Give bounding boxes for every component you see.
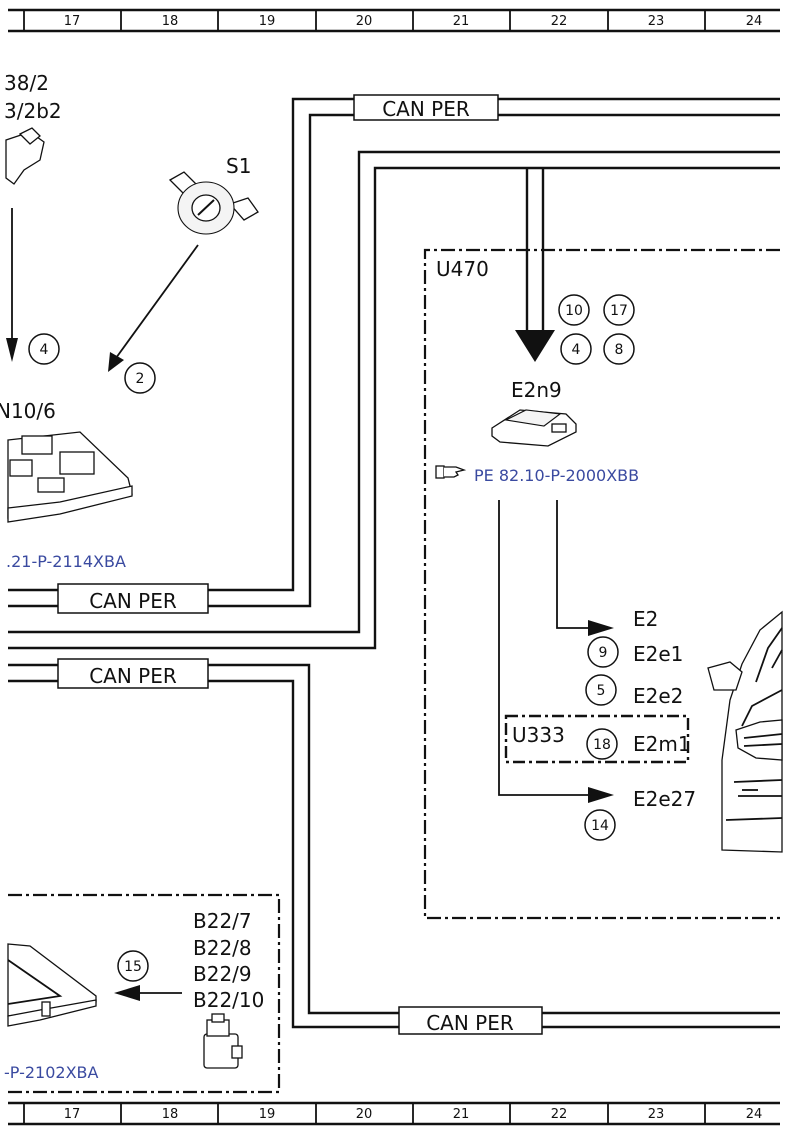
svg-text:15: 15 bbox=[124, 959, 142, 975]
svg-text:14: 14 bbox=[591, 818, 609, 834]
svg-text:CAN PER: CAN PER bbox=[426, 1011, 514, 1035]
e2e1-label: E2e1 bbox=[633, 642, 683, 666]
u333-boundary: U333 bbox=[504, 714, 690, 764]
s1-component: S1 bbox=[108, 154, 259, 372]
b22-10-label: B22/10 bbox=[193, 988, 264, 1012]
e2e27-label: E2e27 bbox=[633, 787, 696, 811]
svg-text:5: 5 bbox=[597, 683, 606, 699]
b38-label-1: 38/2 bbox=[4, 71, 49, 95]
e2n9-reference[interactable]: PE 82.10-P-2000XBB bbox=[435, 465, 639, 485]
ruler-bottom-col-23: 23 bbox=[648, 1107, 665, 1122]
callout-8: 8 bbox=[603, 333, 635, 365]
svg-text:2: 2 bbox=[136, 371, 145, 387]
s1-label: S1 bbox=[226, 154, 251, 178]
u333-label: U333 bbox=[512, 723, 565, 747]
callout-5: 5 bbox=[585, 674, 617, 706]
b38-component: 38/2 3/2b2 bbox=[4, 71, 62, 362]
callout-4: 4 bbox=[560, 333, 592, 365]
e2e2-label: E2e2 bbox=[633, 684, 683, 708]
left-control-unit bbox=[7, 943, 97, 1027]
b22-arrow bbox=[114, 985, 182, 1001]
svg-text:17: 17 bbox=[610, 303, 628, 319]
ruler-bottom-col-19: 19 bbox=[259, 1107, 276, 1122]
svg-text:4: 4 bbox=[572, 342, 581, 358]
ruler-bottom-col-24: 24 bbox=[746, 1107, 763, 1122]
b22-module-boundary bbox=[8, 893, 281, 1094]
callout-18: 18 bbox=[586, 728, 618, 760]
can-per-label-left-lower: CAN PER bbox=[57, 658, 209, 689]
ruler-bottom-col-22: 22 bbox=[551, 1107, 568, 1122]
b22-reference-link[interactable]: -P-2102XBA bbox=[4, 1063, 99, 1082]
b22-sensor-icon bbox=[203, 1013, 243, 1069]
e2n9-label: E2n9 bbox=[511, 378, 562, 402]
callout-14: 14 bbox=[584, 809, 616, 841]
svg-text:9: 9 bbox=[599, 645, 608, 661]
ruler-col-17: 17 bbox=[64, 14, 81, 29]
svg-text:4: 4 bbox=[40, 342, 49, 358]
callout-15: 15 bbox=[117, 950, 149, 982]
b22-9-label: B22/9 bbox=[193, 962, 252, 986]
svg-text:CAN PER: CAN PER bbox=[382, 97, 470, 121]
callout-s1-2: 2 bbox=[124, 362, 156, 394]
b38-label-2: 3/2b2 bbox=[4, 99, 62, 123]
pointing-hand-icon bbox=[435, 465, 467, 479]
ruler-col-22: 22 bbox=[551, 14, 568, 29]
n10-component: N10/6 bbox=[0, 399, 133, 523]
callout-n10-4: 4 bbox=[28, 333, 60, 365]
svg-text:CAN PER: CAN PER bbox=[89, 664, 177, 688]
ruler-col-24: 24 bbox=[746, 14, 763, 29]
ruler-col-21: 21 bbox=[453, 14, 470, 29]
callout-10: 10 bbox=[558, 294, 590, 326]
can-per-label-top: CAN PER bbox=[353, 94, 499, 121]
ruler-bottom-col-21: 21 bbox=[453, 1107, 470, 1122]
n10-label: N10/6 bbox=[0, 399, 56, 423]
vehicle-front-illustration bbox=[707, 610, 783, 853]
u470-label: U470 bbox=[436, 257, 489, 281]
b22-7-label: B22/7 bbox=[193, 909, 252, 933]
n10-reference-link[interactable]: .21-P-2114XBA bbox=[6, 552, 126, 571]
u470-boundary: U470 bbox=[423, 248, 780, 920]
svg-text:CAN PER: CAN PER bbox=[89, 589, 177, 613]
callout-9: 9 bbox=[587, 636, 619, 668]
e2m1-label: E2m1 bbox=[633, 732, 691, 756]
svg-text:10: 10 bbox=[565, 303, 583, 319]
callout-17: 17 bbox=[603, 294, 635, 326]
ruler-bottom-col-20: 20 bbox=[356, 1107, 373, 1122]
svg-text:8: 8 bbox=[615, 342, 624, 358]
ruler-bottom-col-18: 18 bbox=[162, 1107, 179, 1122]
ruler-bottom: 17 18 19 20 21 22 23 24 bbox=[8, 1101, 780, 1126]
ruler-col-18: 18 bbox=[162, 14, 179, 29]
ruler-top: 17 18 19 20 21 22 23 24 bbox=[8, 8, 780, 33]
ruler-col-19: 19 bbox=[259, 14, 276, 29]
ruler-col-20: 20 bbox=[356, 14, 373, 29]
e2n9-output-wires bbox=[498, 500, 614, 803]
can-per-label-left-upper: CAN PER bbox=[57, 583, 209, 614]
svg-text:18: 18 bbox=[593, 737, 611, 753]
e2n9-component: E2n9 bbox=[491, 378, 577, 447]
ruler-bottom-col-17: 17 bbox=[64, 1107, 81, 1122]
can-per-label-bottom: CAN PER bbox=[398, 1006, 543, 1035]
ruler-col-23: 23 bbox=[648, 14, 665, 29]
b22-8-label: B22/8 bbox=[193, 936, 252, 960]
e2-label: E2 bbox=[633, 607, 658, 631]
e2n9-reference-link[interactable]: PE 82.10-P-2000XBB bbox=[474, 466, 639, 485]
